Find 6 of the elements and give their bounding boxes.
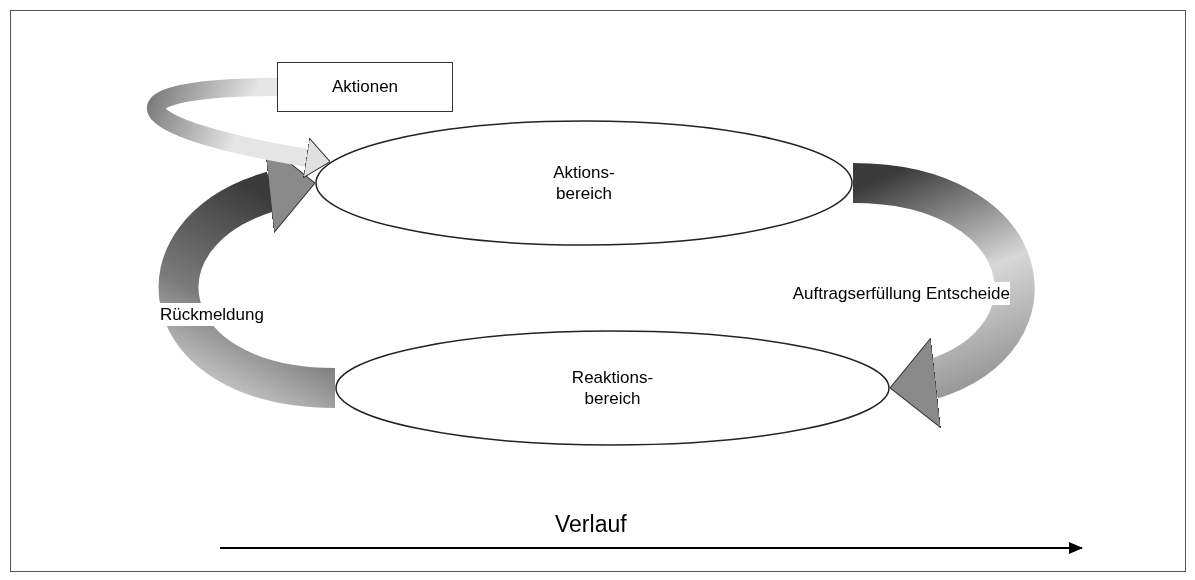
action-box	[277, 62, 453, 112]
curved-arrow	[147, 78, 332, 178]
node-label: Aktionen	[331, 76, 399, 98]
timeline-label: Verlauf	[555, 510, 627, 539]
node-label: Reaktions- bereich	[570, 366, 655, 410]
node-label: Aktions- bereich	[552, 161, 616, 205]
